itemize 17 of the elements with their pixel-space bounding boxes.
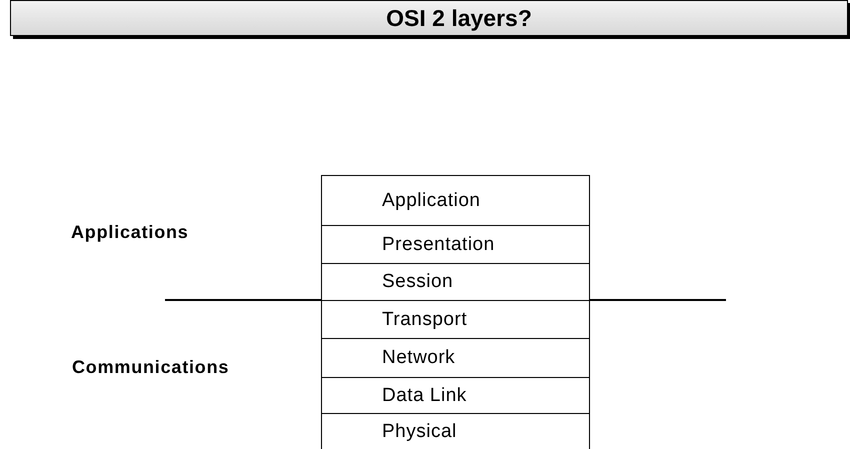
group-label: Communications — [72, 357, 230, 378]
layer-box — [321, 338, 590, 377]
group-label: Applications — [71, 222, 189, 243]
layer-box — [321, 300, 590, 338]
layer-box — [321, 263, 590, 300]
layer-box — [321, 175, 590, 225]
layer-name: Application — [382, 190, 480, 212]
layer-name: Transport — [382, 308, 468, 330]
layer-box — [321, 377, 590, 413]
layer-name: Session — [382, 271, 454, 293]
layer-name: Network — [382, 347, 456, 369]
title: OSI 2 layers? — [386, 4, 532, 32]
layer-name: Data Link — [382, 384, 467, 406]
layer-name: Presentation — [382, 234, 495, 256]
layer-box — [321, 413, 590, 449]
layer-name: Physical — [382, 420, 457, 442]
layer-box — [321, 225, 590, 263]
